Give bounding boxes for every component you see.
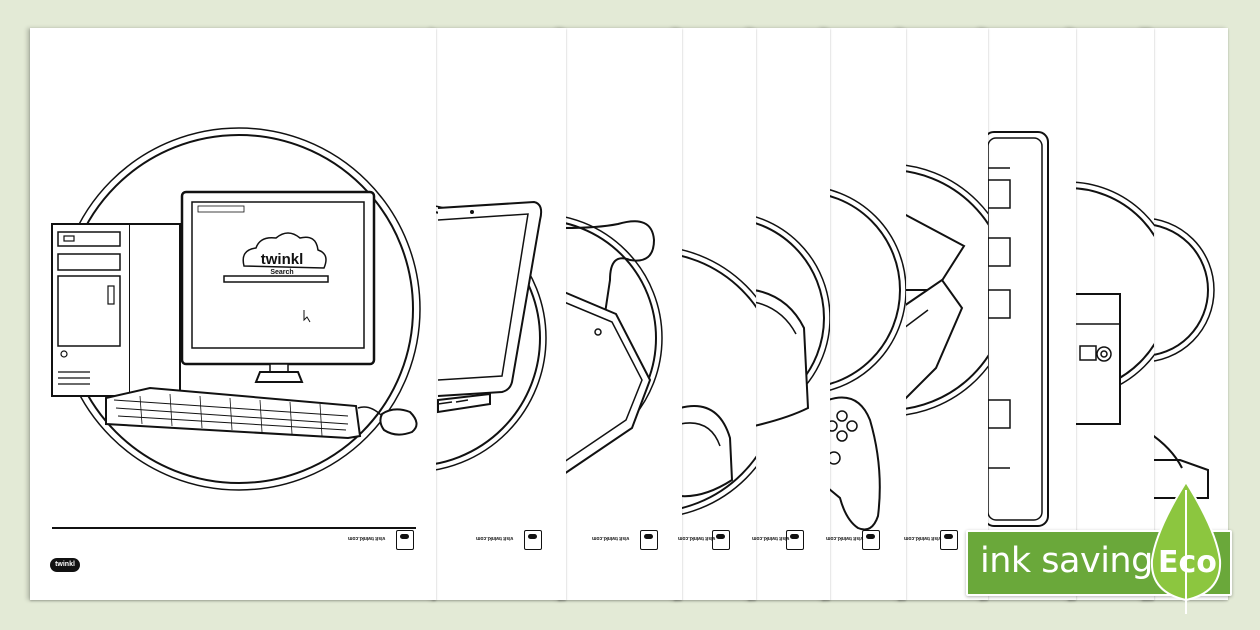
footer-badge: [786, 530, 804, 550]
sheet-9-illustration: [1068, 181, 1154, 425]
monitor-icon: twinkl Search: [180, 190, 376, 383]
tablet-sheet: [558, 28, 682, 600]
sheet-4: [674, 28, 756, 600]
twinkl-footer-logo: twinkl: [50, 558, 80, 572]
footer-badge: [640, 530, 658, 550]
footer-text: visit twinkl.com: [592, 535, 630, 541]
search-logo-text: Search: [270, 269, 293, 276]
sheet-5-illustration: [748, 213, 830, 427]
sheet-8-illustration: [983, 131, 1049, 527]
game-controller-icon: [822, 187, 906, 531]
footer-line: [52, 527, 416, 529]
game-controller-sheet: [822, 28, 906, 600]
footer-text: visit twinkl.com: [348, 535, 386, 541]
footer-text: visit twinkl.com: [826, 535, 864, 541]
sheet-7-illustration: [898, 163, 988, 417]
footer-badge: [396, 530, 414, 550]
desktop-computer-sheet: twinkl Search: [30, 28, 436, 600]
footer-badge: [862, 530, 880, 550]
footer-badge: [712, 530, 730, 550]
footer-text: visit twinkl.com: [904, 535, 942, 541]
sheet-7: [898, 28, 988, 600]
desktop-computer-illustration: twinkl Search: [51, 127, 421, 491]
sheet-5: [748, 28, 830, 600]
ink-saving-label: ink saving: [980, 541, 1153, 581]
tablet-icon: [558, 214, 663, 475]
keyboard-icon: [105, 386, 362, 440]
leaf-icon: [1150, 480, 1222, 614]
footer-badge: [524, 530, 542, 550]
cursor-icon: [303, 310, 311, 323]
footer-text: visit twinkl.com: [752, 535, 790, 541]
sheet-9: [1068, 28, 1154, 600]
footer-text: visit twinkl.com: [678, 535, 716, 541]
laptop-icon: [432, 200, 547, 472]
computer-tower-icon: [51, 223, 181, 397]
laptop-sheet: [432, 28, 566, 600]
eco-label: Eco: [1158, 545, 1217, 580]
sheet-8: [980, 28, 1076, 600]
ink-saving-banner: ink saving: [966, 530, 1232, 596]
twinkl-logo-text: twinkl: [261, 251, 304, 268]
mouse-icon: [357, 406, 418, 436]
footer-badge: [940, 530, 958, 550]
sheet-4-illustration: [674, 247, 756, 517]
footer-text: visit twinkl.com: [476, 535, 514, 541]
